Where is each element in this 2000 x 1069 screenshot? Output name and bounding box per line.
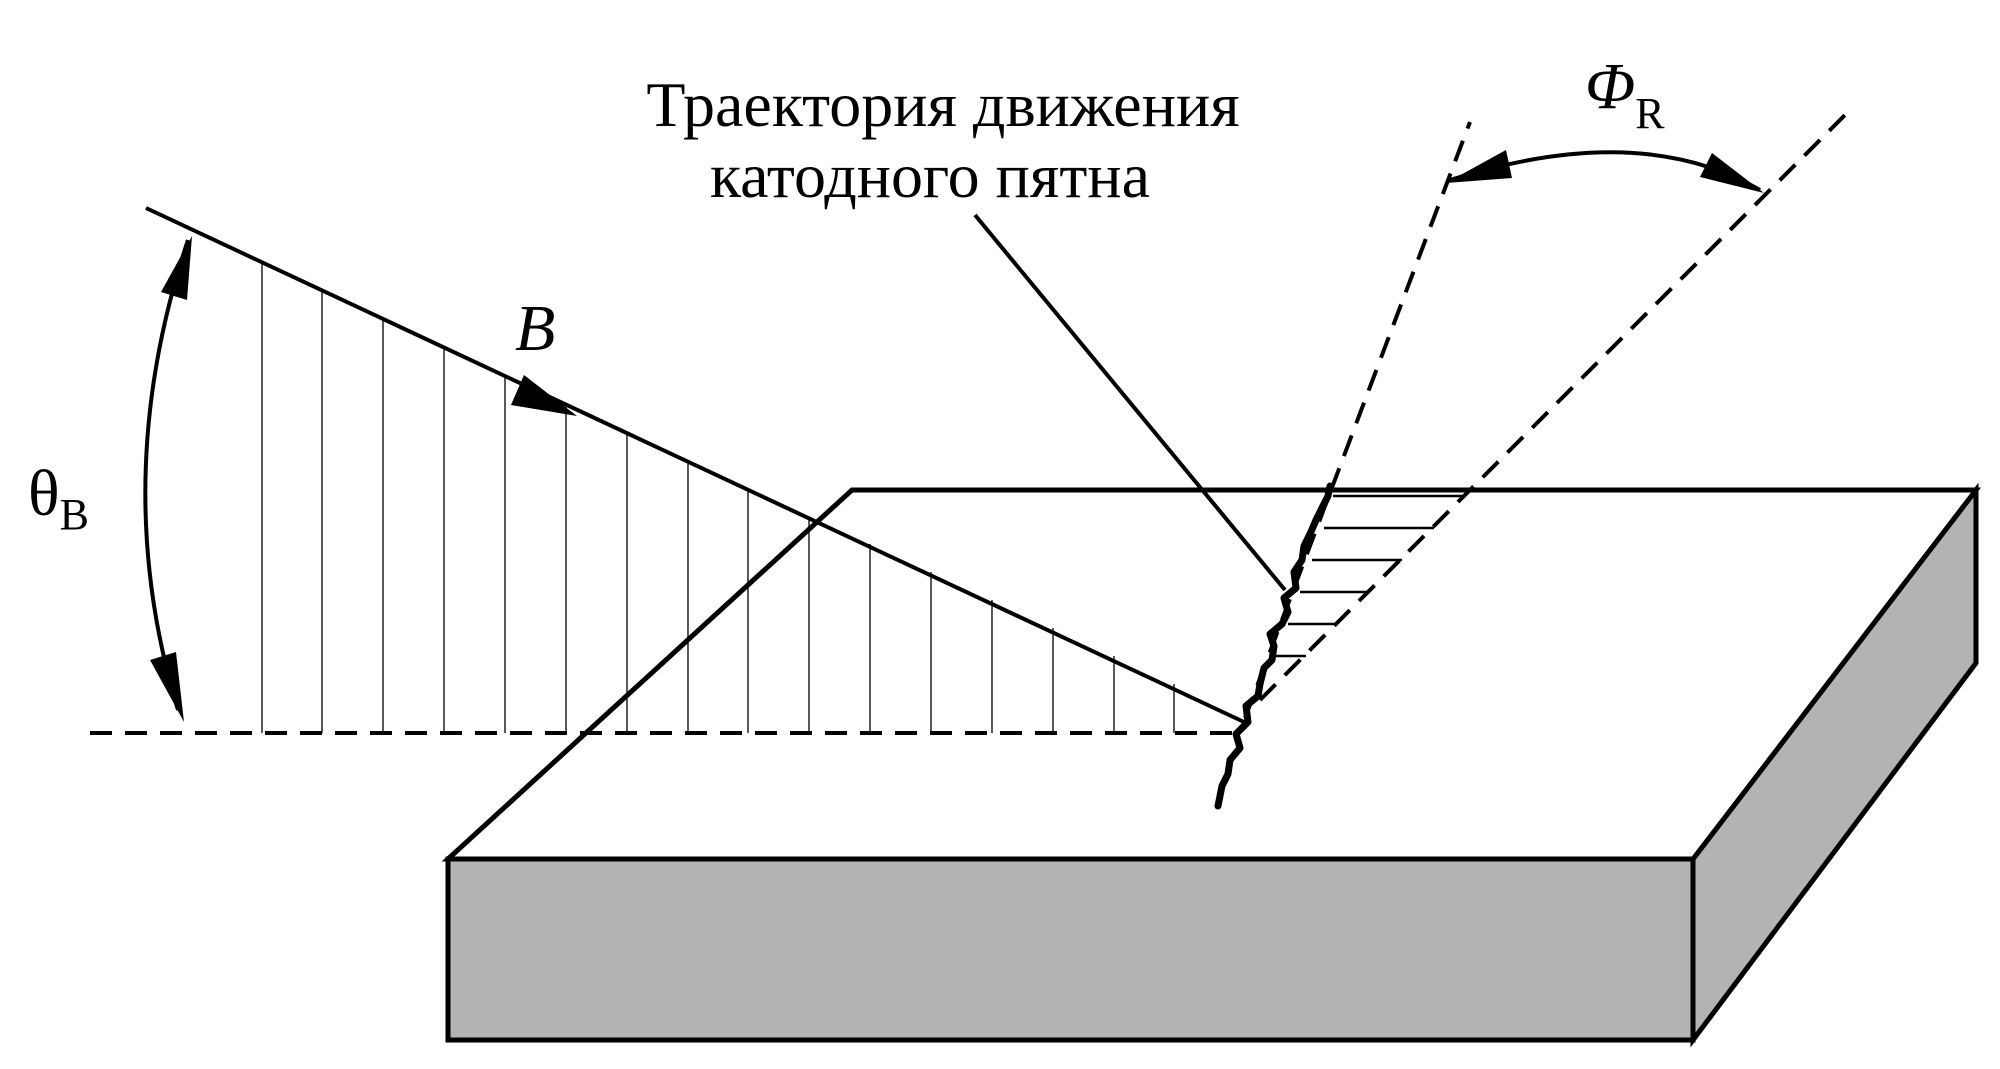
b-vector-line <box>145 206 1245 724</box>
phi-arc-arrow-left <box>1446 150 1512 183</box>
b-hatching <box>261 264 1175 733</box>
phi-symbol: Φ <box>1585 50 1635 123</box>
trajectory-label-line1: Траектория движения <box>646 69 1239 140</box>
theta-subscript: B <box>60 490 89 539</box>
trajectory-label-line2: катодного пятна <box>710 140 1150 211</box>
theta-b-label: θB <box>28 457 89 539</box>
b-vector-label: B <box>515 292 555 365</box>
trajectory-leader-line <box>973 213 1287 592</box>
phi-subscript: R <box>1635 89 1665 138</box>
theta-symbol: θ <box>28 457 60 530</box>
theta-arc-arrow-bottom <box>150 652 184 722</box>
theta-angle-arc <box>143 239 190 711</box>
b-vector-arrowhead <box>511 375 577 416</box>
cathode-spot-trajectory <box>1214 482 1334 810</box>
phi-arc-arrow-right <box>1700 153 1764 193</box>
plate <box>441 482 1982 1048</box>
plate-front-face <box>445 856 1696 1043</box>
phi-hatching <box>1276 494 1466 658</box>
theta-arc-arrow-top <box>161 236 192 300</box>
plate-top-face <box>441 487 1982 862</box>
phi-r-label: ΦR <box>1585 50 1665 138</box>
